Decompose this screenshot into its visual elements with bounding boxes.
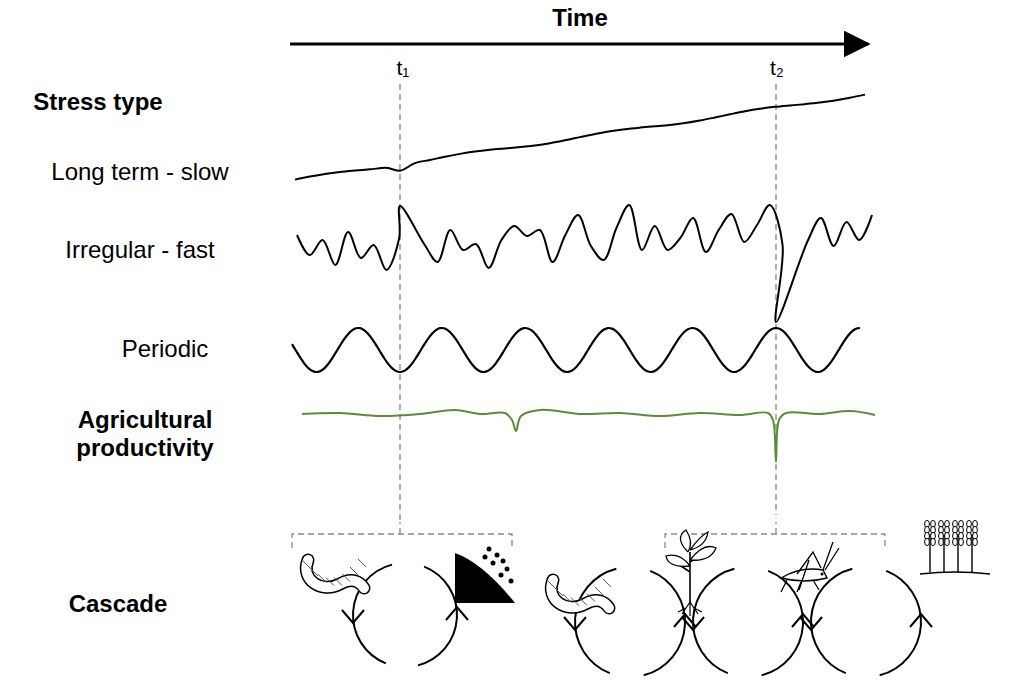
stress-label: Periodic	[122, 335, 209, 363]
worm-icon	[302, 559, 366, 588]
cycle-arrow	[800, 569, 932, 676]
cycle-arrow	[564, 569, 696, 676]
fast-stress-curve	[297, 205, 872, 322]
time-axis	[290, 43, 868, 46]
stress-label: Irregular - fast	[65, 236, 214, 264]
grasshopper-icon	[781, 542, 839, 592]
time-guide	[399, 84, 400, 522]
periodic-stress-curve	[292, 328, 860, 372]
worm-icon	[547, 579, 611, 608]
cycle-arrow	[682, 569, 814, 676]
stress-label: Long term - slow	[51, 158, 228, 186]
plant-icon	[666, 530, 716, 616]
row-heading: Agricultural productivity	[45, 406, 245, 461]
slow-stress-curve	[295, 95, 865, 180]
wheat-icon	[920, 520, 990, 574]
row-heading: Cascade	[69, 590, 168, 618]
axis-title: Time	[552, 4, 608, 32]
cascade-bracket	[292, 522, 512, 548]
productivity-curve	[302, 410, 875, 462]
row-heading: Stress type	[33, 88, 162, 116]
soil-icon	[455, 547, 515, 604]
time-marker: t₂	[770, 56, 784, 80]
time-marker: t₁	[397, 56, 410, 80]
